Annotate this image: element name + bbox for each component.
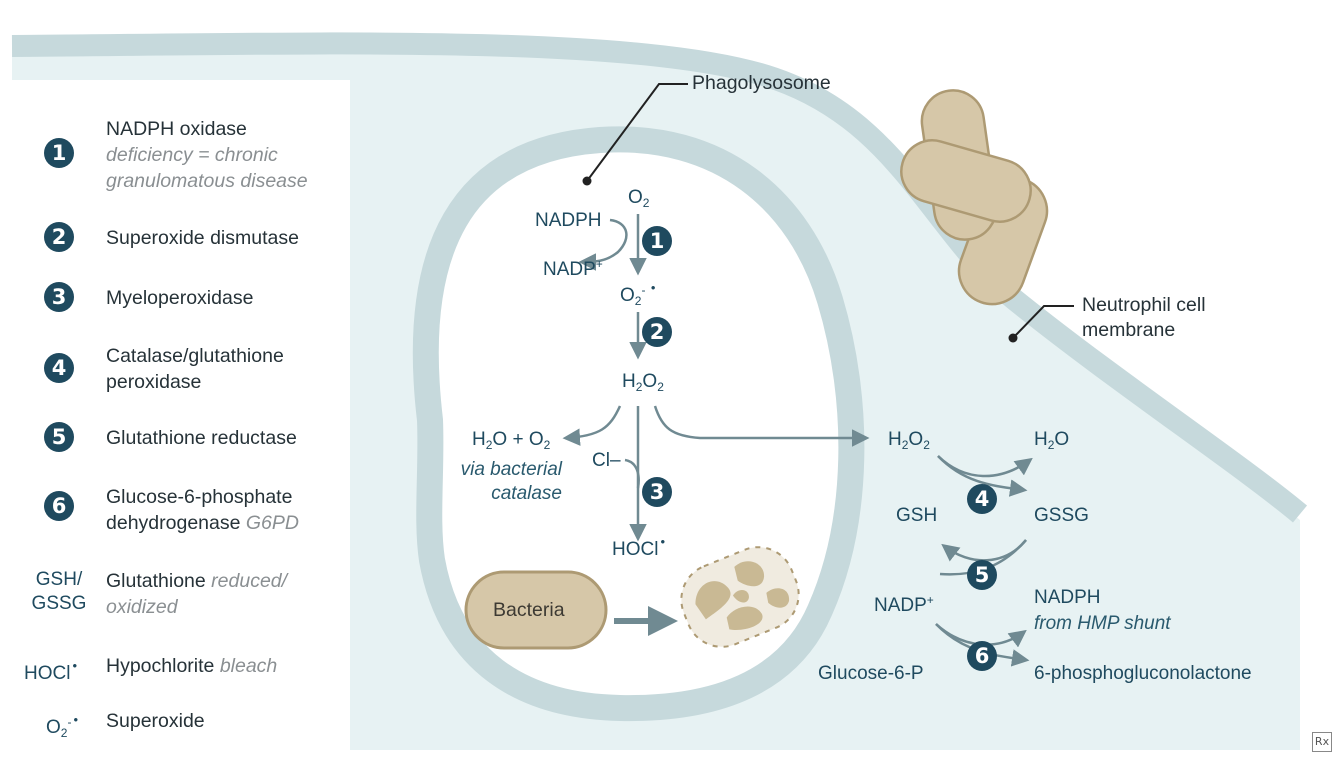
legend-name-1: NADPH oxidase <box>106 118 247 140</box>
legend-marker-5: 5 <box>44 422 74 452</box>
legend-symbol-name-hocl: Hypochlorite <box>106 655 215 677</box>
legend-symbol-superoxide: O2-• <box>46 712 79 740</box>
h2o-cytoplasm: H2O <box>1034 429 1070 452</box>
legend-name-6: Glucose-6-phosphate dehydrogenase <box>106 486 293 534</box>
via-bacterial-catalase: via bacterial catalase <box>460 459 562 504</box>
glucose-6-p: Glucose-6-P <box>818 663 924 684</box>
h2o2-cytoplasm: H2O2 <box>888 429 930 452</box>
from-hmp-shunt: from HMP shunt <box>1034 613 1171 634</box>
step-badge-1: 1 <box>642 226 672 256</box>
legend-marker-4: 4 <box>44 353 74 383</box>
legend-name-3: Myeloperoxidase <box>106 287 254 309</box>
legend-symbol-note-gsh: reduced/ oxidized <box>106 570 288 618</box>
legend-item-6: Glucose-6-phosphate dehydrogenase G6PD <box>106 484 346 536</box>
h2o2-molecule: H2O2 <box>622 371 664 394</box>
6-phosphogluconolactone: 6-phosphogluconolactone <box>1034 663 1252 684</box>
superoxide-molecule: O2- • <box>620 280 656 308</box>
step-badge-6: 6 <box>967 641 997 671</box>
step-badge-4: 4 <box>967 484 997 514</box>
neutrophil-membrane-label: Neutrophil cell membrane <box>1082 294 1206 341</box>
legend-name-2: Superoxide dismutase <box>106 227 299 249</box>
nadph-molecule: NADPH <box>535 210 602 231</box>
phagolysosome-label: Phagolysosome <box>692 72 831 94</box>
legend-item-1: NADPH oxidase deficiency = chronic granu… <box>106 116 346 194</box>
nadph-cytoplasm: NADPH <box>1034 587 1101 608</box>
step-badge-3: 3 <box>642 477 672 507</box>
hocl-molecule: HOCl• <box>612 534 666 560</box>
legend-symbol-item-gsh: Glutathione reduced/ oxidized <box>106 568 326 620</box>
bacteria-label: Bacteria <box>493 599 565 621</box>
destroyed-bacteria <box>680 546 800 648</box>
legend-name-5: Glutathione reductase <box>106 427 297 449</box>
nadp-cytoplasm: NADP+ <box>874 593 934 616</box>
nadp-molecule: NADP+ <box>543 257 603 280</box>
extracellular-bacteria <box>900 89 1049 306</box>
chloride-ion: Cl– <box>592 450 621 471</box>
legend-symbol-note-hocl: bleach <box>219 655 278 677</box>
legend-note-1: deficiency = chronic granulomatous disea… <box>106 144 308 192</box>
h2o-o2-products: H2O + O2 <box>472 429 551 452</box>
rx-watermark: Rx <box>1312 732 1332 752</box>
legend-marker-1: 1 <box>44 138 74 168</box>
legend-marker-2: 2 <box>44 222 74 252</box>
legend-symbol-name-superoxide: Superoxide <box>106 710 205 732</box>
legend-symbol-gsh: GSH/ GSSG <box>31 569 87 614</box>
legend-marker-6: 6 <box>44 491 74 521</box>
membrane-leader <box>1012 305 1074 339</box>
gssg-molecule: GSSG <box>1034 505 1089 526</box>
legend-symbol-hocl: HOCl• <box>24 658 78 684</box>
legend-symbol-name-gsh: Glutathione <box>106 570 206 592</box>
gsh-molecule: GSH <box>896 505 938 526</box>
legend-panel <box>12 80 350 750</box>
neutrophil-membrane-shape <box>11 32 1308 523</box>
step-badge-5: 5 <box>967 560 997 590</box>
legend-marker-3: 3 <box>44 282 74 312</box>
phagolysosome-leader <box>586 83 688 182</box>
step-badge-2: 2 <box>642 317 672 347</box>
bacteria-shape <box>464 570 608 650</box>
legend-symbol-item-hocl: Hypochlorite bleach <box>106 653 277 679</box>
legend-note-6: G6PD <box>245 512 299 534</box>
o2-molecule: O2 <box>628 187 650 210</box>
legend-name-4: Catalase/glutathione peroxidase <box>106 345 284 393</box>
